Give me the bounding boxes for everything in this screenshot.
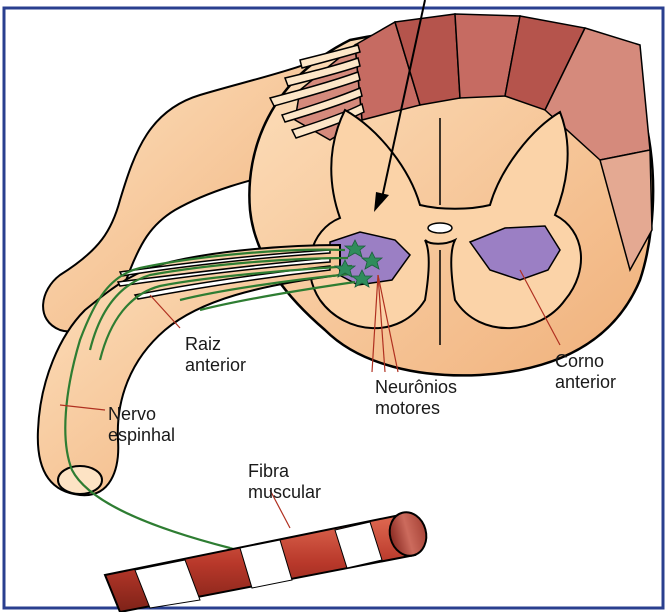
label-nervo-line2: espinhal	[108, 425, 175, 445]
label-raiz-line2: anterior	[185, 355, 246, 375]
label-raiz-line1: Raiz	[185, 334, 221, 354]
label-fibra-line1: Fibra	[248, 461, 290, 481]
label-neuronios-line2: motores	[375, 398, 440, 418]
label-neuronios-line1: Neurônios	[375, 377, 457, 397]
central-canal	[428, 223, 452, 233]
label-nervo-line1: Nervo	[108, 404, 156, 424]
label-corno-line1: Corno	[555, 351, 604, 371]
label-fibra-line2: muscular	[248, 482, 321, 502]
label-corno-line2: anterior	[555, 372, 616, 392]
